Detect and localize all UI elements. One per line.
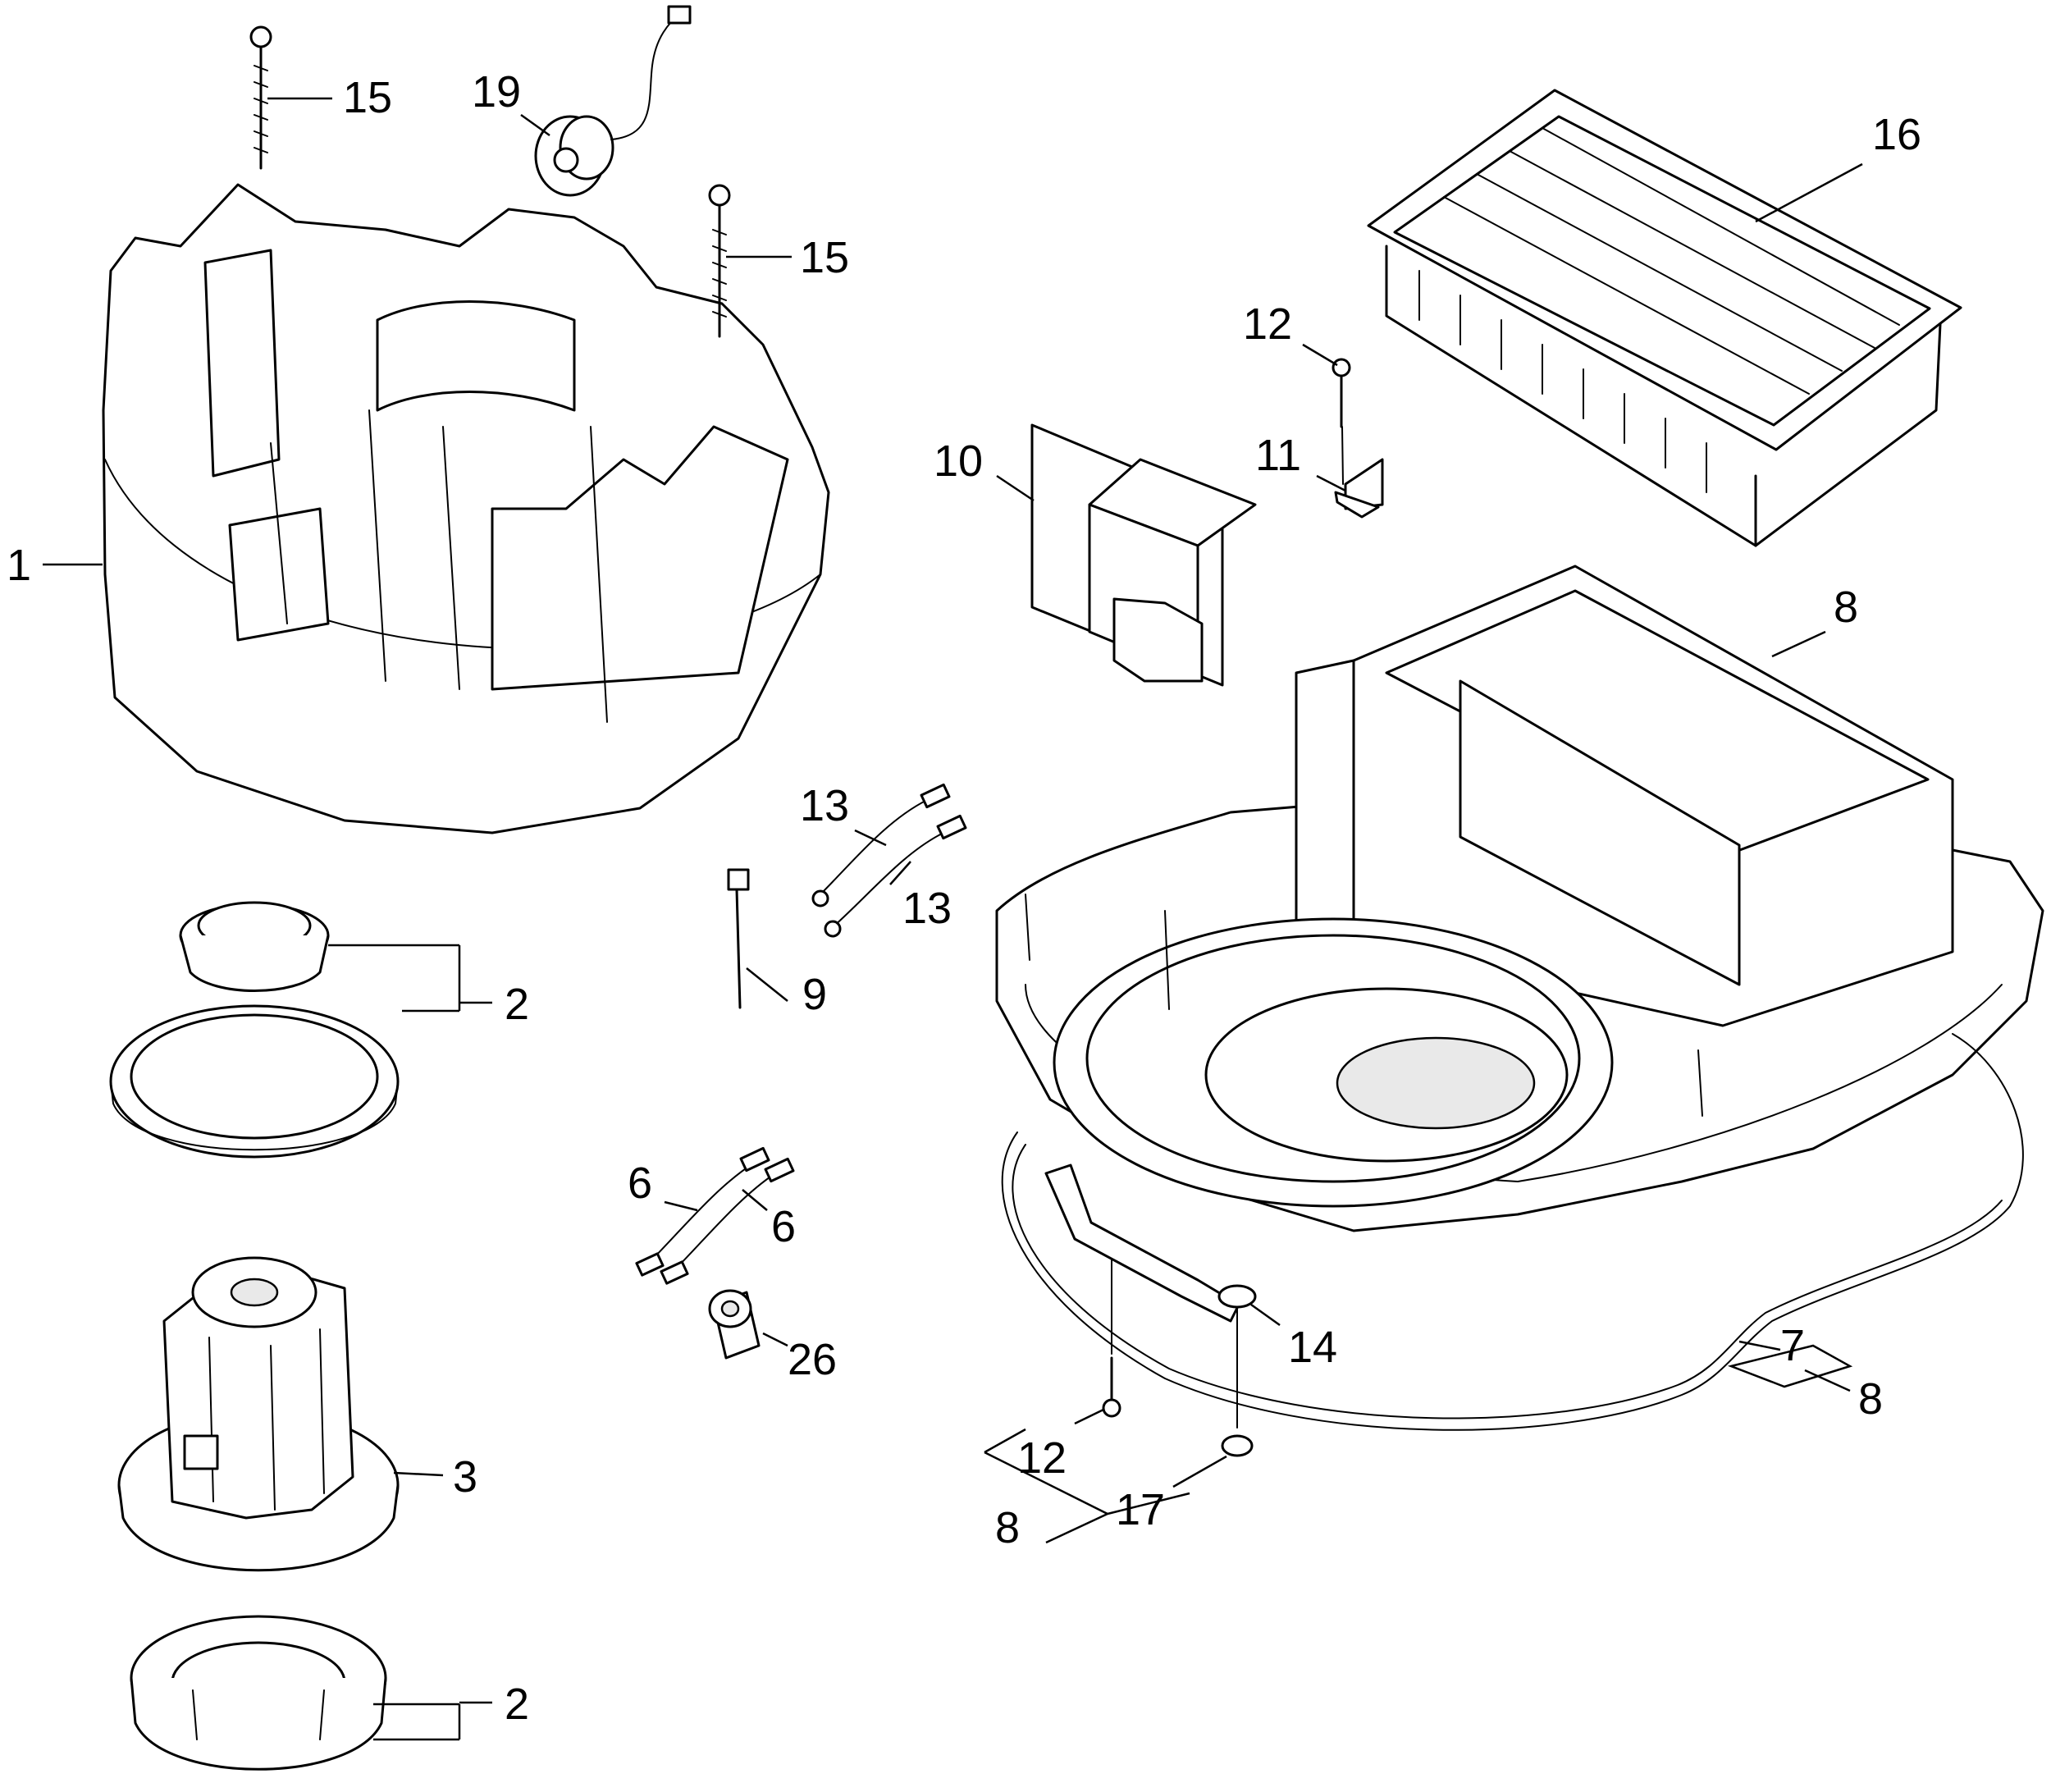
part-12-screw-lower [1102,1259,1121,1418]
callout-14: 14 [1288,1323,1337,1372]
callout-19: 19 [472,67,521,117]
callout-9: 9 [802,970,827,1019]
callout-7: 7 [1780,1321,1805,1370]
callout-2-upper: 2 [505,980,529,1029]
part-19-thermal-switch [534,5,692,197]
callout-10: 10 [934,437,983,486]
part-10-electronics-board [1030,423,1257,687]
callout-2-lower: 2 [505,1680,529,1729]
callout-8-top: 8 [1834,583,1858,632]
part-7-gasket [1001,1033,2024,1431]
callout-11: 11 [1255,431,1301,480]
callout-13-upper: 13 [800,781,849,830]
callout-1: 1 [7,541,31,590]
callout-8-bottom: 8 [995,1503,1020,1552]
callout-26: 26 [788,1335,837,1384]
part-6-cables [635,1146,795,1285]
leader-lines [43,97,1863,1741]
callout-15-right: 15 [800,233,849,282]
callout-15-top: 15 [343,73,392,122]
part-12-screw-upper [1332,358,1351,485]
part-15-screw-right [708,184,731,338]
part-8-container-housing [995,565,2044,1232]
callout-6-left: 6 [628,1159,652,1208]
callout-12-lower: 12 [1017,1433,1067,1483]
part-3-vacuum-motor [117,1256,400,1572]
part-14-bracket [1044,1163,1257,1323]
part-2-lower-motor-seal [130,1615,387,1771]
part-16-flat-pleated-filter [1367,89,1962,547]
callout-3: 3 [453,1452,477,1502]
callout-17: 17 [1116,1485,1165,1534]
callout-8-right: 8 [1858,1374,1883,1424]
part-2-upper-seal-rings [109,901,400,1159]
callout-labels: 1 15 19 15 16 12 11 10 8 13 13 9 2 6 6 2… [7,67,1921,1729]
part-1-housing-cover [102,183,830,834]
part-11-bracket [1334,458,1384,519]
part-26-rubber-sleeve [708,1289,761,1360]
part-13-cables [811,783,967,938]
part-9-cable-tie [727,868,750,1009]
callout-12-upper: 12 [1243,299,1292,349]
part-17-washer [1221,1308,1254,1457]
callout-13-lower: 13 [902,884,952,933]
part-15-screw-left [249,25,272,170]
callout-6-right: 6 [771,1202,796,1251]
callout-16: 16 [1872,110,1921,159]
